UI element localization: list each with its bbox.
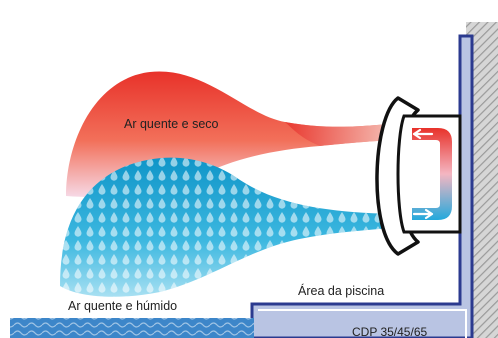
- label-model: CDP 35/45/65: [352, 325, 427, 338]
- outlet-arrow-icon: [412, 128, 434, 140]
- label-hot-dry-air: Ar quente e seco: [124, 117, 219, 131]
- humid-air-droplets: [60, 157, 392, 297]
- pool-structure: [250, 34, 474, 338]
- label-pool-area: Área da piscina: [298, 283, 384, 298]
- pool-structure-inner: [258, 309, 467, 338]
- hot-air-tail: [285, 122, 392, 146]
- label-hot-humid-air: Ar quente e húmido: [68, 299, 177, 313]
- unit-air-duct: [412, 128, 452, 220]
- inlet-arrow-icon: [412, 208, 434, 220]
- pool-water-waves: [10, 318, 254, 338]
